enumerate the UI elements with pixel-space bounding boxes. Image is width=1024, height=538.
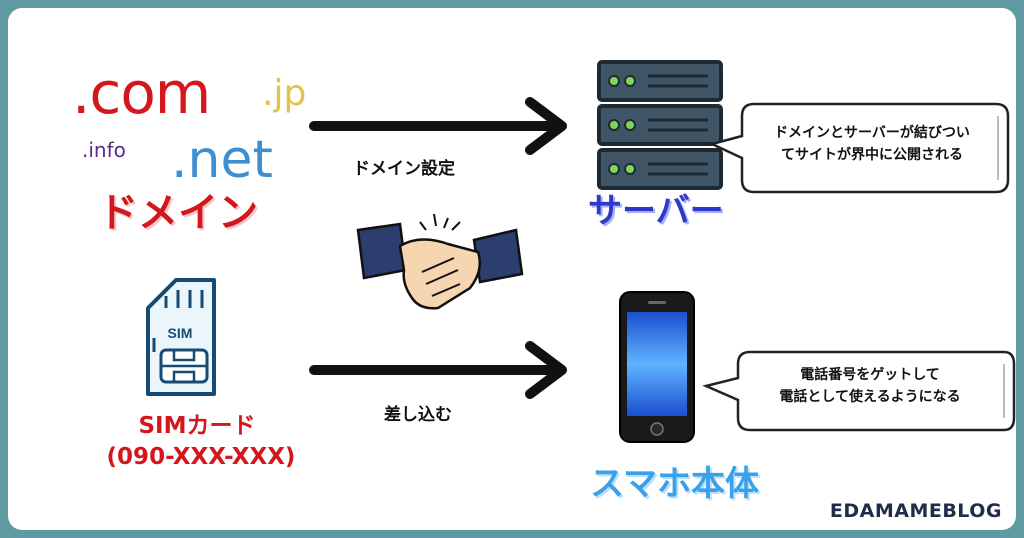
diagram-artwork: SIM <box>146 60 1016 443</box>
sim-card-text: SIM <box>168 325 193 341</box>
phone-bubble-line-2: 電話として使えるようになる <box>779 389 961 405</box>
sim-phone-number: (090-XXX-XXX) <box>106 444 296 470</box>
server-bubble-line-1: ドメインとサーバーが結びつい <box>774 125 970 141</box>
phone-bubble-line-1: 電話番号をゲットして <box>800 367 940 383</box>
tld-info-text: .info <box>82 138 126 162</box>
tld-com-text: .com <box>72 59 211 127</box>
arrow-domain-to-server <box>309 97 567 155</box>
tld-jp-text: .jp <box>262 73 307 114</box>
server-bubble-line-2: てサイトが界中に公開される <box>781 147 963 163</box>
tld-net-text: .net <box>171 130 273 190</box>
arrow-sim-to-phone <box>309 341 567 399</box>
sim-card-label: SIMカード <box>138 413 256 439</box>
server-bubble-text: ドメインとサーバーが結びつい てサイトが界中に公開される <box>742 122 1002 166</box>
server-speech-bubble <box>708 102 1010 194</box>
sim-card-icon: SIM <box>146 278 216 396</box>
server-icon <box>597 60 723 190</box>
brand-watermark: EDAMAMEBLOG <box>829 500 1002 522</box>
diagram-canvas: SIM .com .jp .info .net ドメイン ドメイン設定 差し込む… <box>8 8 1016 530</box>
domain-label: ドメイン <box>97 189 260 238</box>
insert-label: 差し込む <box>384 405 452 425</box>
domain-setting-label: ドメイン設定 <box>353 159 455 179</box>
server-label: サーバー <box>587 190 726 233</box>
phone-bubble-text: 電話番号をゲットして 電話として使えるようになる <box>730 364 1010 408</box>
smartphone-label: スマホ本体 <box>589 463 761 506</box>
smartphone-icon <box>619 291 695 443</box>
handshake-icon <box>356 213 524 310</box>
phone-speech-bubble <box>702 350 1016 432</box>
